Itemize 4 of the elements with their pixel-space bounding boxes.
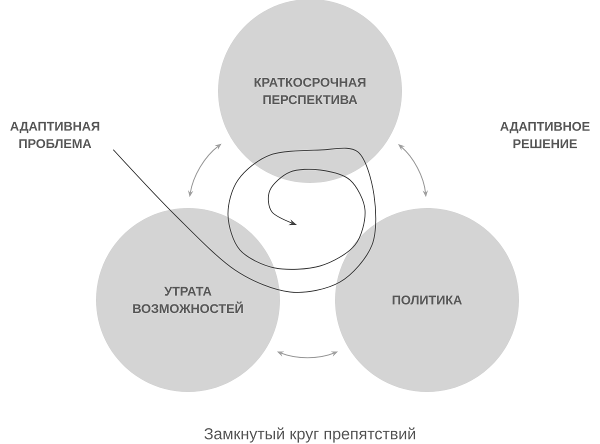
text-label: АДАПТИВНАЯ ПРОБЛЕМА [10, 122, 100, 148]
arrow [112, 148, 376, 293]
text-label: АДАПТИВНОЕ РЕШЕНИЕ [500, 122, 590, 148]
caption: Замкнутый круг препятствий [204, 427, 416, 443]
